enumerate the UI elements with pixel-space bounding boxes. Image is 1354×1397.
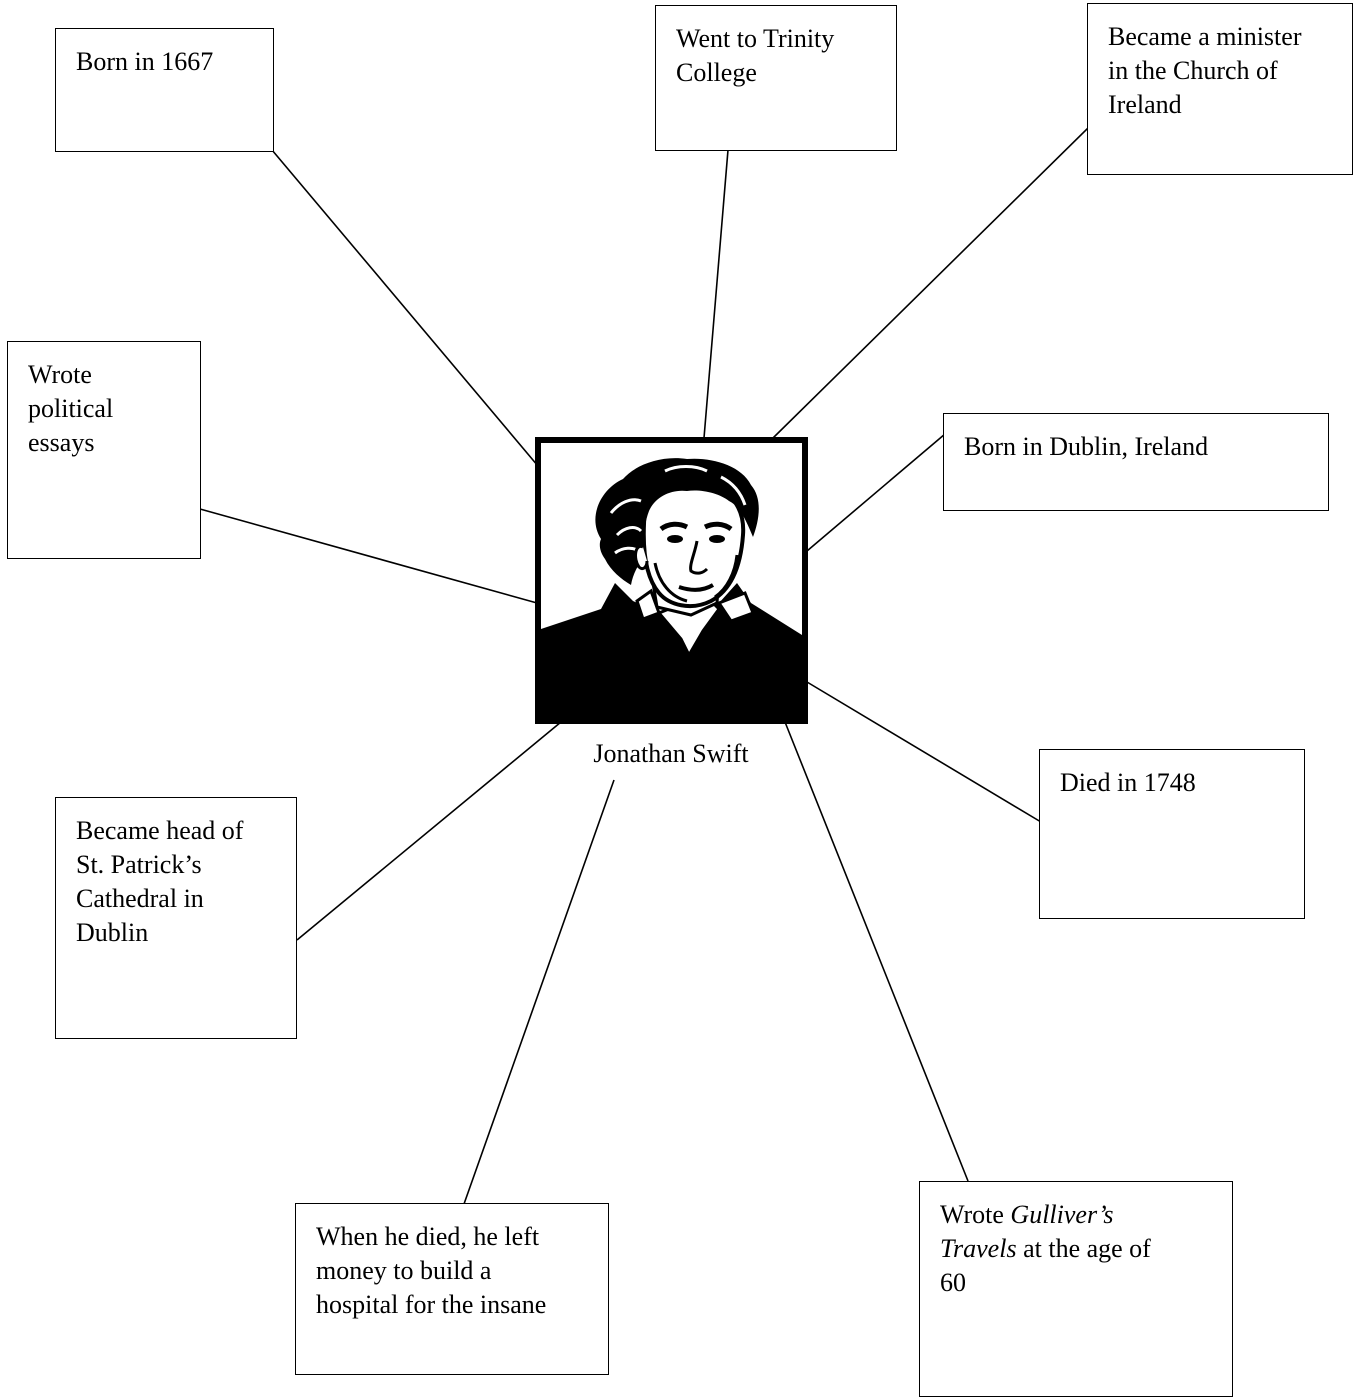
fact-text-gulliver-line-2: Travels at the age of [940, 1232, 1214, 1266]
fact-text-died-1748: Died in 1748 [1060, 768, 1196, 797]
connector-political [199, 508, 538, 604]
portrait-frame [535, 437, 808, 724]
fact-text-gulliver-suffix: at the age of [1016, 1234, 1151, 1263]
fact-box-gullivers-travels: Wrote Gulliver’s Travels at the age of 6… [919, 1181, 1233, 1397]
fact-text-political-line-3: essays [28, 428, 95, 457]
fact-text-gulliver-prefix: Wrote [940, 1200, 1011, 1229]
center-label: Jonathan Swift [560, 738, 782, 770]
fact-box-minister: Became a minister in the Church of Irela… [1087, 3, 1353, 175]
fact-text-gulliver-title-2: Travels [940, 1234, 1017, 1263]
fact-text-trinity-line-2: College [676, 58, 757, 87]
connector-dublin [806, 433, 946, 552]
fact-box-born-dublin: Born in Dublin, Ireland [943, 413, 1329, 511]
fact-text-minister-line-3: Ireland [1108, 90, 1182, 119]
fact-text-political-line-1: Wrote [28, 360, 92, 389]
connector-died-1748 [806, 681, 1042, 823]
fact-text-gulliver-title-1: Gulliver’s [1010, 1200, 1114, 1229]
fact-text-minister-line-2: in the Church of [1108, 56, 1278, 85]
fact-text-st-patricks-line-1: Became head of [76, 816, 244, 845]
fact-text-minister-line-1: Became a minister [1108, 22, 1302, 51]
fact-text-trinity-line-1: Went to Trinity [676, 24, 835, 53]
fact-text-hospital-line-3: hospital for the insane [316, 1290, 547, 1319]
connector-trinity [703, 149, 729, 439]
fact-text-hospital-line-1: When he died, he left [316, 1222, 540, 1251]
connector-born-1667 [271, 149, 539, 467]
connector-gulliver [784, 721, 969, 1182]
fact-box-st-patricks: Became head of St. Patrick’s Cathedral i… [55, 797, 297, 1039]
connector-hospital [463, 779, 615, 1205]
fact-box-died-1748: Died in 1748 [1039, 749, 1305, 919]
connector-st-patricks [296, 721, 562, 941]
fact-text-political-line-2: political [28, 394, 114, 423]
fact-text-born-1667: Born in 1667 [76, 47, 214, 76]
fact-text-gulliver-line-3: 60 [940, 1268, 966, 1297]
connector-minister [772, 126, 1090, 439]
fact-box-political-essays: Wrote political essays [7, 341, 201, 559]
fact-text-hospital-line-2: money to build a [316, 1256, 492, 1285]
fact-text-st-patricks-line-4: Dublin [76, 918, 149, 947]
fact-text-born-dublin: Born in Dublin, Ireland [964, 432, 1209, 461]
fact-text-st-patricks-line-3: Cathedral in [76, 884, 204, 913]
fact-box-hospital: When he died, he left money to build a h… [295, 1203, 609, 1375]
fact-box-born-1667: Born in 1667 [55, 28, 274, 152]
fact-text-st-patricks-line-2: St. Patrick’s [76, 850, 202, 879]
fact-text-gulliver-line-1: Wrote Gulliver’s [940, 1198, 1214, 1232]
portrait-icon [541, 443, 802, 718]
fact-box-trinity-college: Went to Trinity College [655, 5, 897, 151]
